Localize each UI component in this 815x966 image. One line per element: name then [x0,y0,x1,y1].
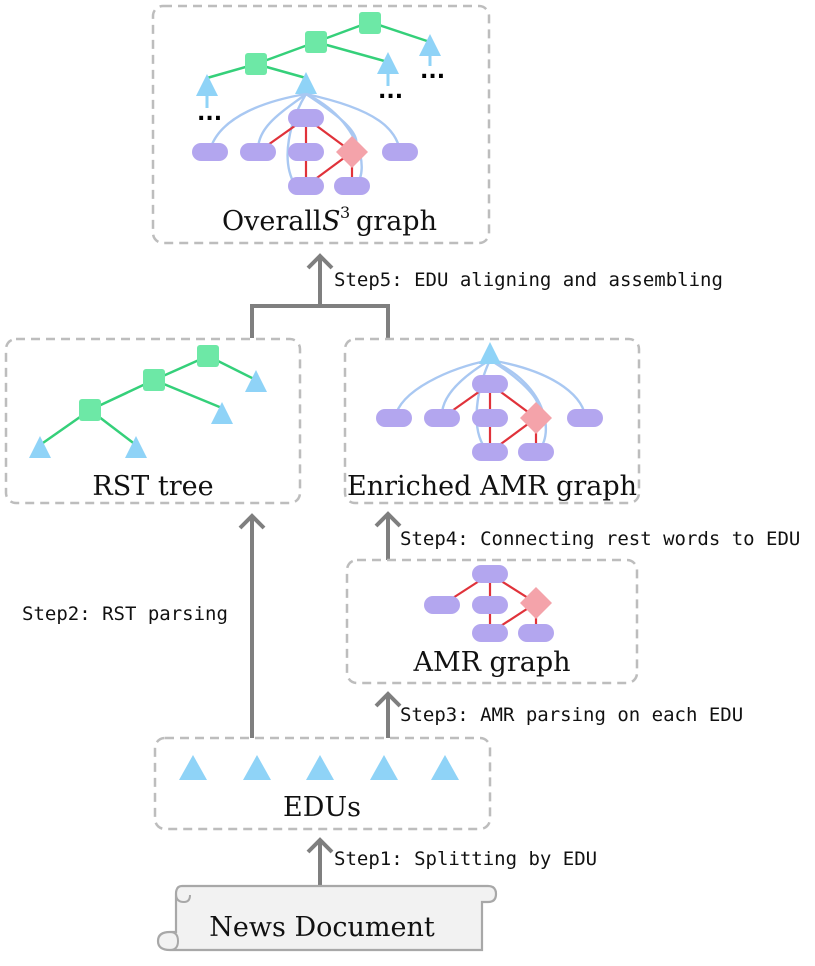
amr-node [288,143,324,161]
amr-graph-box: AMR graph [345,558,639,685]
amr-node [567,409,603,427]
amr-node [472,443,508,461]
step4-arrow [374,511,402,560]
edu-triangle [370,755,398,780]
edus-box: EDUs [153,736,492,831]
overall-label-sup: 3 [340,203,350,222]
step4-label: Step4: Connecting rest words to EDU [400,528,800,550]
step1-arrow [306,837,334,886]
overall-graph-box: ... ... ... Overall [151,4,491,245]
rst-node [79,399,101,421]
amr-node [472,409,508,427]
edu-triangle [479,342,501,364]
overall-amr-graph [192,92,418,195]
news-document-scroll: News Document [156,884,498,952]
step2-arrow [238,513,266,738]
edu-triangle [29,436,51,458]
edu-triangle [243,755,271,780]
step5-label: Step5: EDU aligning and assembling [334,269,723,291]
amr-special-node [336,136,368,168]
edu-triangle [245,370,267,392]
amr-node [518,443,554,461]
edu-triangle [196,74,218,96]
rst-node [143,369,165,391]
step5-arrow [250,253,390,338]
amr-node [424,409,460,427]
amr-node [288,177,324,195]
rst-node [305,31,327,53]
news-document-label: News Document [209,912,435,943]
step2-label: Step2: RST parsing [22,603,228,625]
overall-label: Overall [222,206,322,237]
edu-triangle [377,52,399,74]
step1-label: Step1: Splitting by EDU [334,848,597,870]
amr-special-node [520,587,552,619]
amr-node [472,596,508,614]
amr-node [288,109,324,127]
rst-node [197,345,219,367]
overall-label-suffix: graph [356,206,437,237]
amr-node [382,143,418,161]
amr-node [472,375,508,393]
step3-label: Step3: AMR parsing on each EDU [400,704,743,726]
amr-node [334,177,370,195]
enriched-amr-box: Enriched AMR graph [343,337,641,505]
amr-node [424,596,460,614]
overall-label-math: S [322,206,341,237]
edu-triangle [295,72,317,94]
amr-graph-label: AMR graph [412,647,570,678]
ellipsis: ... [420,59,445,84]
step3-arrow [374,691,402,738]
amr-node [518,624,554,642]
ellipsis: ... [197,101,222,126]
amr-node [376,409,412,427]
overall-rst-tree: ... ... ... [196,12,445,126]
enriched-amr-label: Enriched AMR graph [347,471,637,502]
amr-node [192,143,228,161]
edu-triangle [179,755,207,780]
rst-tree-label: RST tree [92,471,213,502]
edu-triangle [211,402,233,424]
edus-label: EDUs [283,792,361,823]
edu-triangle [431,755,459,780]
edu-triangle [419,34,441,56]
rst-node [359,12,381,34]
ellipsis: ... [378,79,403,104]
edu-triangle [125,436,147,458]
edu-triangle [306,755,334,780]
rst-node [245,53,267,75]
amr-special-node [520,402,552,434]
rst-tree-box: RST tree [4,337,302,505]
amr-node [240,143,276,161]
amr-node [472,565,508,583]
amr-node [472,624,508,642]
